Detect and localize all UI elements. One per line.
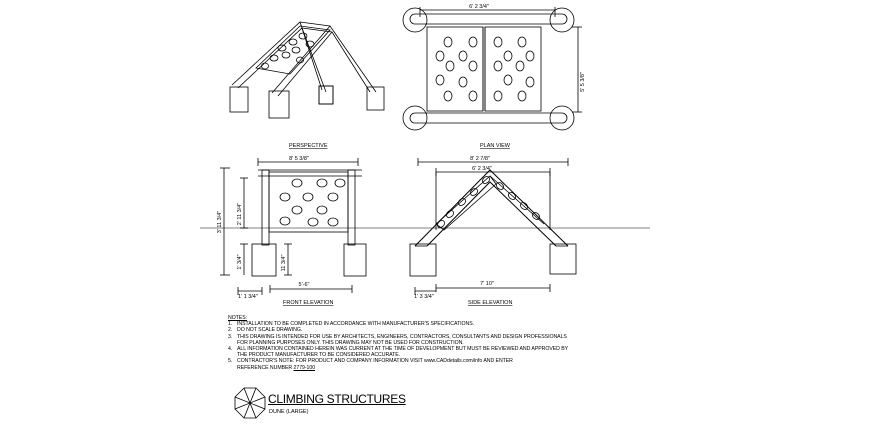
dim-side-top-outer: 8' 2 7/8" [470, 156, 490, 162]
note-item: 5. CONTRACTOR'S NOTE: FOR PRODUCT AND CO… [228, 358, 513, 365]
front-climbing-panel [268, 171, 349, 233]
dim-side-span: 7' 10" [480, 281, 494, 287]
perspective-climbing-panel [255, 25, 331, 75]
note-item: 4. ALL INFORMATION CONTAINED HEREIN WAS … [228, 346, 569, 353]
label-plan-view: PLAN VIEW [480, 143, 511, 149]
side-foot-left [409, 243, 437, 277]
plan-panel-right [484, 26, 542, 112]
perspective-foot-right [366, 86, 385, 111]
perspective-view [229, 21, 385, 119]
drawing-title: CLIMBING STRUCTURES [268, 392, 406, 406]
dim-plan-depth: 5' 5 3/8" [580, 72, 586, 92]
note-item: 1. INSTALLATION TO BE COMPLETED IN ACCOR… [228, 321, 474, 328]
reference-number: 2779-100 [293, 364, 316, 371]
dim-side-top-inner: 6' 2 3/4" [472, 166, 492, 172]
dim-side-post: 1' 3 3/4" [414, 294, 434, 300]
perspective-foot-front-center [268, 90, 290, 119]
dim-front-height-top: 2' 11 3/4" [237, 203, 243, 226]
front-post-left [261, 169, 270, 246]
dim-front-overall: 8' 5 3/8" [289, 156, 309, 162]
title-block-octagon-icon [234, 387, 266, 419]
note-item-continued: THE PRODUCT MANUFACTURER TO BE CONSIDERE… [237, 352, 401, 359]
note-item-continued: FOR PLANNING PURPOSES ONLY. THIS DRAWING… [237, 339, 464, 346]
side-panel-left [435, 175, 497, 231]
notes-header: NOTES: [228, 315, 248, 321]
dim-front-height-total: 3' 11 3/4" [217, 211, 223, 234]
label-perspective: PERSPECTIVE [289, 143, 328, 149]
plan-view [402, 7, 582, 131]
dim-front-post-inner: 11 3/4" [281, 255, 287, 272]
plan-pad-tl [402, 7, 428, 33]
front-foot-left [251, 243, 277, 277]
reference-line: REFERENCE NUMBER 2779-100 [228, 365, 588, 371]
front-post-right [347, 169, 356, 246]
reference-label: REFERENCE NUMBER [237, 364, 293, 371]
plan-panel-left [426, 26, 484, 112]
note-item: 2. DO NOT SCALE DRAWING. [228, 327, 303, 334]
dim-plan-width: 6' 2 3/4" [469, 4, 489, 10]
perspective-back-foot-right [318, 85, 334, 105]
dim-front-post: 1' 1 3/4" [238, 294, 258, 300]
plan-pad-br [549, 105, 575, 131]
label-side-elevation: SIDE ELEVATION [468, 300, 512, 306]
note-item: 3. THIS DRAWING IS INTENDED FOR USE BY A… [228, 333, 567, 340]
label-front-elevation: FRONT ELEVATION [283, 300, 333, 306]
perspective-foot-front-left [229, 86, 249, 113]
plan-pad-bl [402, 105, 428, 131]
plan-rail-bottom [409, 112, 568, 124]
drawing-subtitle: DUNE (LARGE) [269, 409, 309, 415]
title-block: CLIMBING STRUCTURES DUNE (LARGE) [268, 392, 406, 415]
side-foot-right [549, 243, 577, 275]
notes-block: NOTES: 1. INSTALLATION TO BE COMPLETED I… [228, 315, 588, 371]
front-elevation [220, 158, 367, 295]
plan-rail-top [409, 13, 568, 25]
side-elevation [200, 158, 650, 295]
plan-pad-tr [549, 7, 575, 33]
dim-front-span: 5'-6" [299, 282, 310, 288]
dim-front-leg: 1' 3/4" [237, 254, 243, 269]
front-foot-right [343, 243, 367, 277]
